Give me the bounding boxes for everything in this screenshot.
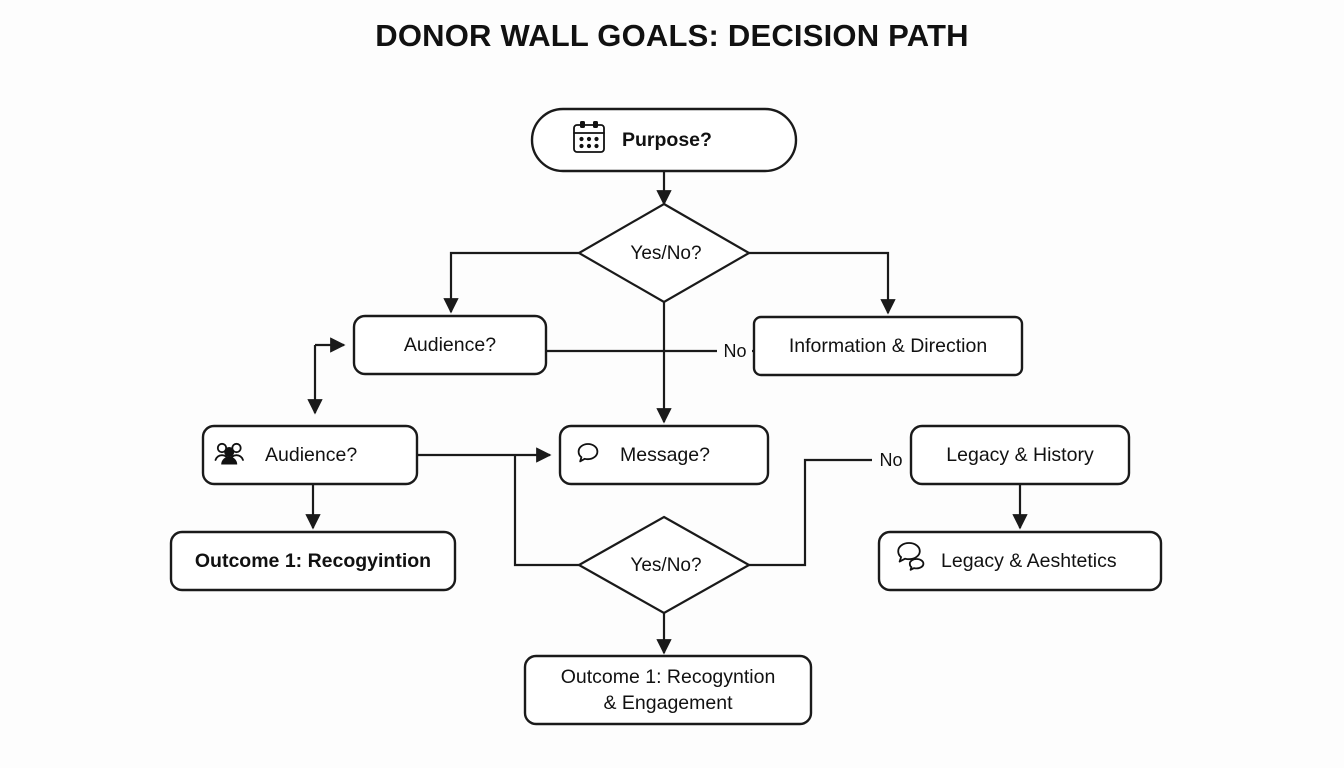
- edge-label-no-2: No: [879, 450, 902, 470]
- node-decision2-shape: [576, 515, 752, 615]
- node-outcome-2[interactable]: Outcome 1: Recogyntion & Engagement: [523, 654, 813, 726]
- node-purpose-label: Purpose?: [622, 129, 712, 151]
- node-audience-2[interactable]: Audience?: [201, 424, 419, 486]
- edge-label-no-1: No: [723, 341, 746, 361]
- users-icon: [214, 442, 244, 465]
- node-message-shape: [558, 424, 770, 486]
- node-legacy-aesthetics-label: Legacy & Aeshtetics: [941, 550, 1117, 572]
- node-legacy-history-shape: [909, 424, 1131, 486]
- node-audience-2-label: Audience?: [265, 444, 357, 466]
- page-title: DONOR WALL GOALS: DECISION PATH: [375, 18, 969, 53]
- node-message[interactable]: Message?: [558, 424, 770, 486]
- node-outcome-2-label-line1: Outcome 1: Recogyntion: [561, 666, 776, 688]
- node-outcome-1[interactable]: Outcome 1: Recogyintion: [169, 530, 457, 592]
- node-purpose[interactable]: Purpose?: [530, 107, 798, 173]
- node-legacy-aesthetics-shape: [877, 530, 1163, 592]
- edge-decision2-to-legacyhistory-no: [749, 458, 872, 567]
- node-audience-1-shape: [352, 314, 548, 376]
- node-outcome-2-shape: [523, 654, 813, 726]
- speech-bubbles-icon: [897, 542, 925, 571]
- edge-layer: [305, 171, 1028, 655]
- node-outcome-2-label-line2: & Engagement: [603, 692, 733, 714]
- node-legacy-history[interactable]: Legacy & History: [909, 424, 1131, 486]
- node-legacy-history-label: Legacy & History: [946, 444, 1094, 466]
- node-decision1[interactable]: Yes/No?: [576, 202, 752, 304]
- node-message-label: Message?: [620, 444, 710, 466]
- node-audience-1-label: Audience?: [404, 334, 496, 356]
- speech-bubble-icon: [577, 443, 599, 463]
- edge-decision1-to-audience1: [443, 251, 579, 314]
- node-information-direction[interactable]: Information & Direction: [752, 315, 1024, 377]
- edge-decision1-to-infodir: [749, 251, 896, 315]
- calendar-icon: [573, 121, 605, 153]
- node-audience-1[interactable]: Audience?: [352, 314, 548, 376]
- node-decision2-label: Yes/No?: [630, 555, 701, 576]
- node-information-direction-label: Information & Direction: [789, 335, 987, 357]
- node-legacy-aesthetics[interactable]: Legacy & Aeshtetics: [877, 530, 1163, 592]
- node-audience-2-shape: [201, 424, 419, 486]
- node-decision1-shape: [576, 202, 752, 304]
- node-outcome-1-shape: [169, 530, 457, 592]
- node-information-direction-shape: [752, 315, 1024, 377]
- edge-message-to-decision2: [513, 455, 579, 567]
- node-outcome-1-label: Outcome 1: Recogyintion: [195, 550, 431, 572]
- node-decision1-label: Yes/No?: [630, 243, 701, 264]
- node-decision2[interactable]: Yes/No?: [576, 515, 752, 615]
